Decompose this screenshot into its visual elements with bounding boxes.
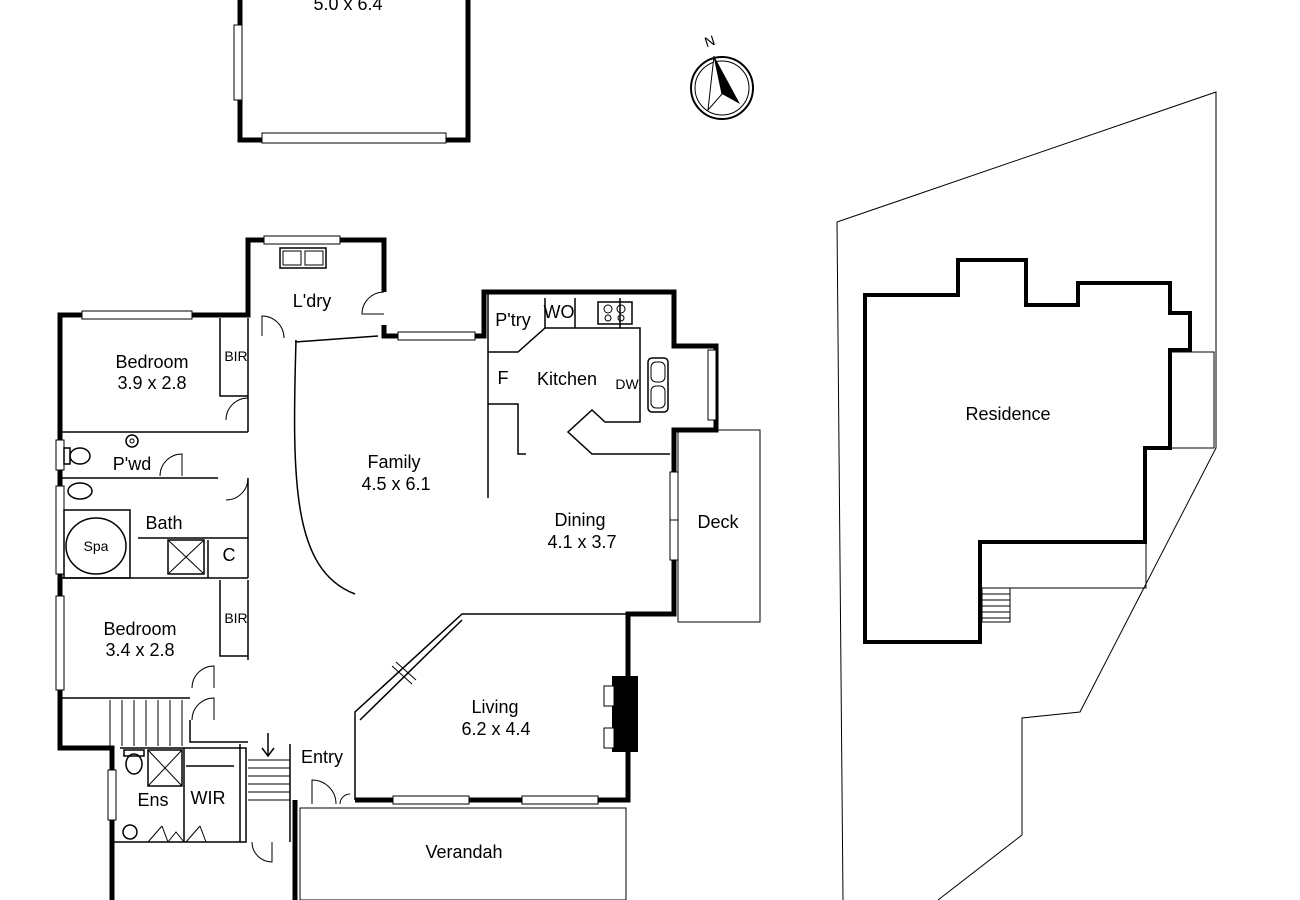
wir-label: WIR [191, 788, 226, 808]
garage: 5.0 x 6.4 [233, 0, 471, 144]
residence-label: Residence [965, 404, 1050, 424]
kitchen-label: Kitchen [537, 369, 597, 389]
laundry-label: L'dry [293, 291, 331, 311]
fridge-label: F [498, 368, 509, 388]
house-walls [57, 237, 719, 900]
bedroom2-dims: 3.4 x 2.8 [105, 640, 174, 660]
pantry-label: P'try [495, 310, 530, 330]
ensuite-toilet-icon [123, 749, 145, 775]
ensuite-basin-icon [122, 824, 138, 840]
wall-oven-label: WO [544, 302, 575, 322]
powder-label: P'wd [113, 454, 151, 474]
residence-steps [981, 587, 1011, 623]
dining-name: Dining [554, 510, 605, 530]
entry-label: Entry [301, 747, 343, 767]
cupboard-label: C [223, 545, 236, 565]
fixtures [63, 247, 669, 840]
bedroom1-name: Bedroom [115, 352, 188, 372]
basin-icon [125, 434, 139, 448]
neighbour-site: Residence [836, 91, 1217, 900]
entry-stairs [239, 733, 291, 842]
interior-walls [60, 292, 679, 843]
spa-label: Spa [84, 538, 109, 554]
north-arrow-icon: N [690, 32, 754, 120]
room-labels: L'dry Bedroom 3.9 x 2.8 BIR P'wd Bath Sp… [84, 291, 740, 862]
north-label: N [702, 32, 717, 50]
ensuite-label: Ens [137, 790, 168, 810]
dining-dims: 4.1 x 3.7 [547, 532, 616, 552]
outdoor-areas [299, 429, 761, 900]
bedroom2-name: Bedroom [103, 619, 176, 639]
doors [147, 291, 417, 863]
laundry-tub-icon [279, 247, 327, 269]
living-dims: 6.2 x 4.4 [461, 719, 530, 739]
sink-icon [647, 357, 669, 413]
dishwasher-label: DW [615, 376, 639, 392]
bath-label: Bath [145, 513, 182, 533]
stairs [109, 700, 183, 746]
toilet-icon [63, 447, 91, 465]
cooktop-icon [597, 301, 633, 325]
spa-icon [63, 509, 131, 579]
bath-basin-icon [67, 482, 93, 500]
family-dims: 4.5 x 6.1 [361, 474, 430, 494]
deck-label: Deck [697, 512, 739, 532]
family-name: Family [368, 452, 421, 472]
bir2-label: BIR [224, 610, 247, 626]
living-name: Living [471, 697, 518, 717]
verandah-label: Verandah [425, 842, 502, 862]
garage-dims: 5.0 x 6.4 [313, 0, 382, 14]
bir1-label: BIR [224, 348, 247, 364]
bedroom1-dims: 3.9 x 2.8 [117, 373, 186, 393]
